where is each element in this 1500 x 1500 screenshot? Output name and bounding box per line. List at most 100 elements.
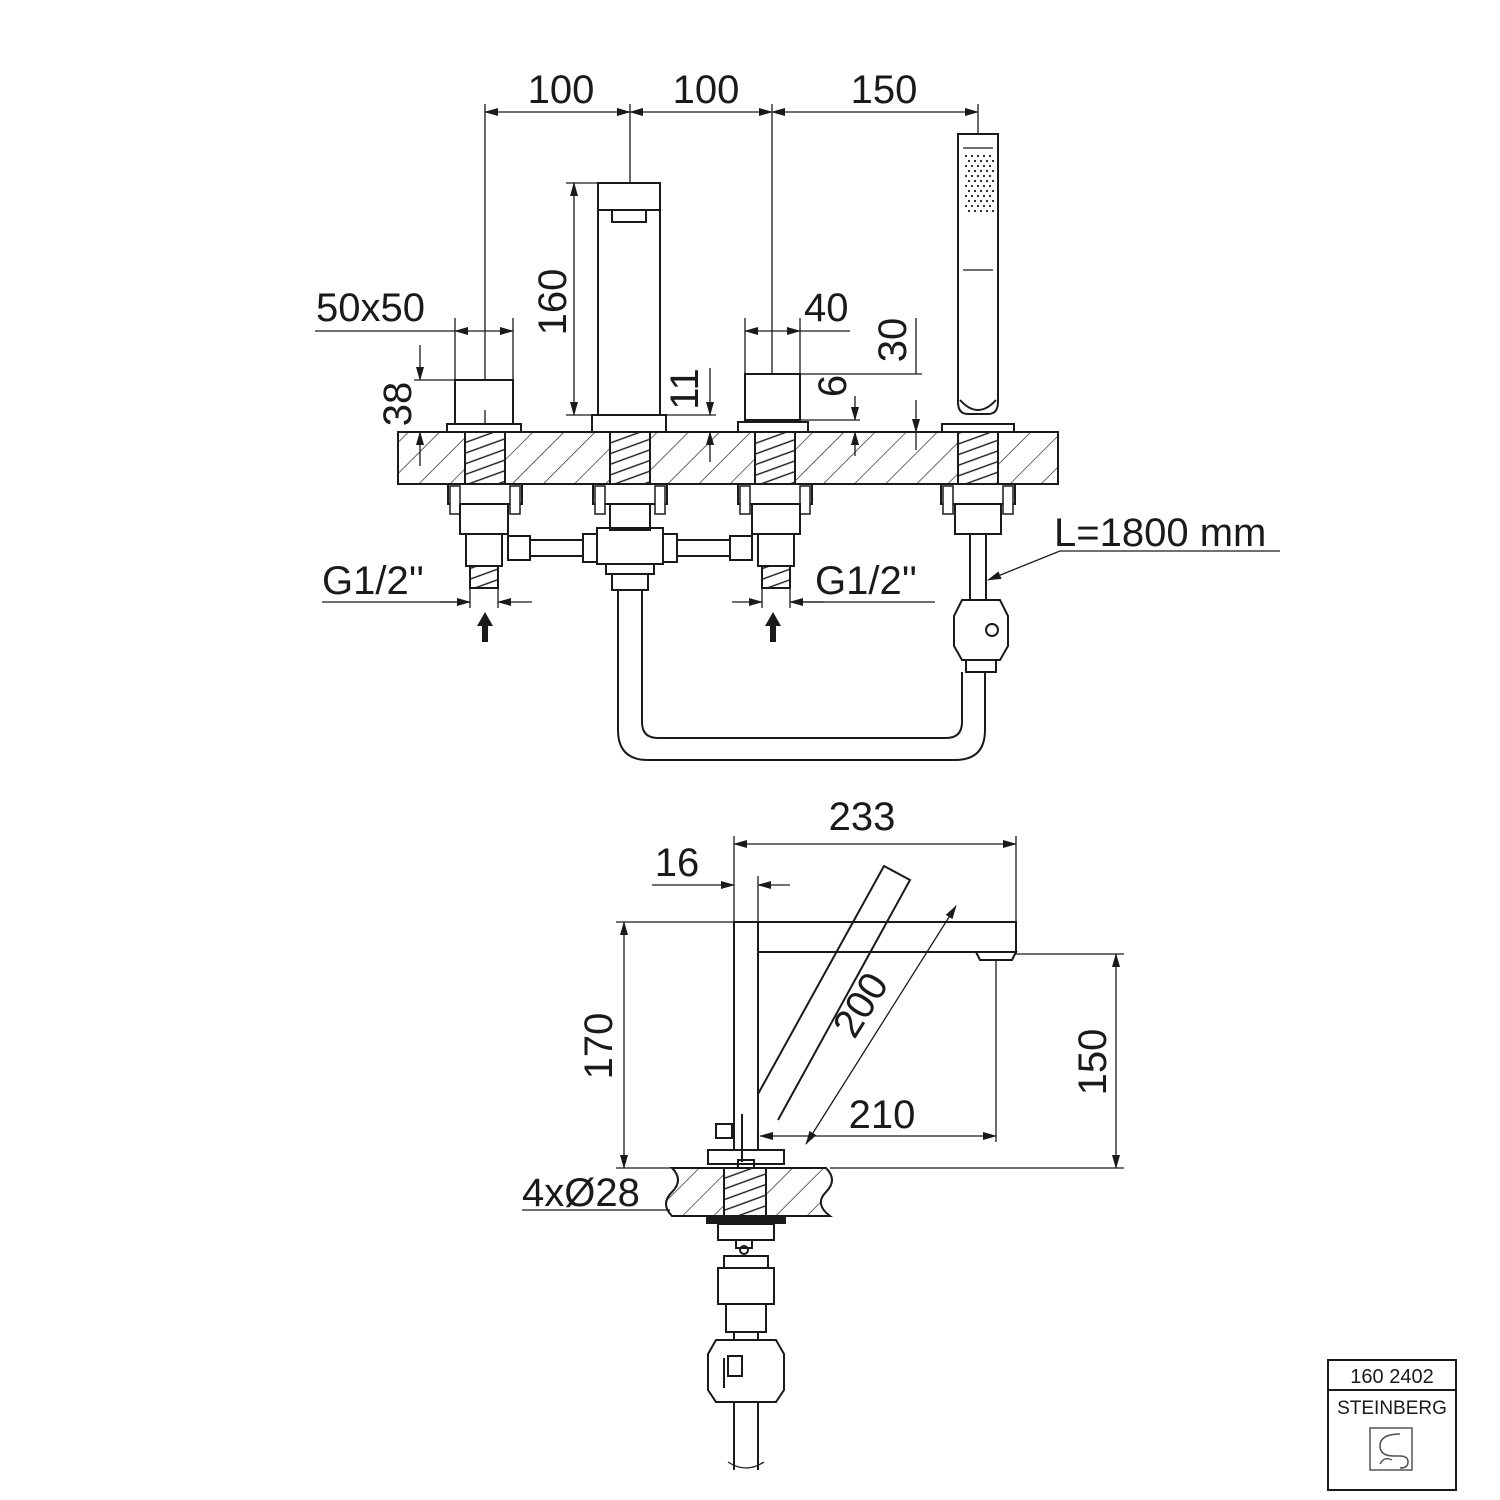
left-valve: [446, 379, 522, 433]
mounting-bolt: [654, 485, 666, 515]
nozzle-dot: [982, 184, 986, 188]
nozzle-dot: [967, 199, 971, 203]
article-number: 160 2402: [1350, 1366, 1433, 1388]
dim-spout-outlet-height-label: 150: [1071, 1029, 1115, 1096]
mounting-bolt: [739, 485, 751, 515]
nozzle-dot: [991, 199, 995, 203]
dim-spout-height-label: 160: [531, 269, 575, 336]
nozzle-dot: [985, 179, 989, 183]
dim-lever-length-label: 200: [825, 965, 898, 1045]
nozzle-dot: [967, 189, 971, 193]
inlet-arrow-left-icon: [477, 612, 493, 642]
side-view: 233 16 170 150 200 210 4xØ28: [522, 795, 1124, 1470]
nozzle-dot: [988, 194, 992, 198]
under-deck-fittings: [447, 483, 1016, 761]
mounting-bolt: [942, 485, 954, 515]
nozzle-dot: [970, 164, 974, 168]
nozzle-dot: [973, 179, 977, 183]
nozzle-dot: [973, 209, 977, 213]
mounting-bolt: [1002, 485, 1014, 515]
nozzle-dot: [988, 154, 992, 158]
mounting-bolt: [799, 485, 811, 515]
nozzle-dot: [967, 179, 971, 183]
inlet-arrows: [477, 612, 781, 642]
title-block: 160 2402 STEINBERG: [1327, 1359, 1457, 1491]
nozzle-dot: [988, 174, 992, 178]
dim-shower-base-label: 30: [871, 318, 915, 363]
nozzle-dot: [979, 169, 983, 173]
nozzle-dot: [991, 209, 995, 213]
nozzle-dot: [985, 189, 989, 193]
nozzle-dot: [991, 189, 995, 193]
nozzle-dot: [970, 184, 974, 188]
inlet-right-label: G1/2'': [815, 559, 917, 603]
nozzle-dot: [970, 204, 974, 208]
nozzle-dot: [982, 204, 986, 208]
dim-total-height-label: 170: [577, 1013, 621, 1080]
nozzle-dot: [964, 204, 968, 208]
nozzle-dot: [970, 154, 974, 158]
nozzle-dot: [964, 184, 968, 188]
dim-valve-square-label: 50x50: [316, 286, 425, 330]
nozzle-dot: [967, 169, 971, 173]
dim-holes-label: 4xØ28: [522, 1171, 640, 1215]
hand-shower: [941, 133, 1015, 433]
nozzle-dot: [976, 174, 980, 178]
deck-slab: [397, 431, 1059, 485]
front-dimensions: [315, 104, 1280, 608]
nozzle-dot: [964, 174, 968, 178]
nozzle-dot: [964, 154, 968, 158]
nozzle-dot: [976, 204, 980, 208]
nozzle-dot: [988, 184, 992, 188]
nozzle-dot: [964, 194, 968, 198]
dim-valve-height-label: 38: [376, 382, 420, 427]
spout: [591, 182, 667, 433]
nozzle-dot: [988, 164, 992, 168]
nozzle-dot: [979, 209, 983, 213]
brand-name: STEINBERG: [1337, 1398, 1447, 1419]
nozzle-dot: [985, 209, 989, 213]
nozzle-dot: [973, 159, 977, 163]
nozzle-dot: [982, 154, 986, 158]
right-valve: [737, 373, 809, 433]
nozzle-dot: [979, 199, 983, 203]
dim-spout-base-label: 11: [663, 368, 707, 410]
nozzle-dot: [967, 209, 971, 213]
nozzle-dot: [982, 174, 986, 178]
nozzle-dot: [979, 179, 983, 183]
nozzle-dot: [973, 199, 977, 203]
nozzle-dot: [973, 189, 977, 193]
nozzle-dot: [979, 189, 983, 193]
nozzle-dot: [967, 159, 971, 163]
nozzle-dot: [964, 164, 968, 168]
nozzle-dot: [973, 169, 977, 173]
inlet-left-label: G1/2'': [322, 559, 424, 603]
side-under-deck: [706, 1216, 786, 1470]
nozzle-dot: [976, 194, 980, 198]
dim-body-width-label: 16: [655, 841, 700, 885]
mounting-bolt: [594, 485, 606, 515]
nozzle-dot: [970, 174, 974, 178]
dim-knob-width-label: 40: [804, 286, 849, 330]
nozzle-dot: [991, 179, 995, 183]
mounting-bolt: [509, 485, 521, 515]
front-view: 100 100 150 50x50 160 40 30 38 11 6 G1/2…: [315, 68, 1280, 761]
steinberg-logo-icon: [1369, 1427, 1413, 1471]
inlet-arrow-right-icon: [765, 612, 781, 642]
nozzle-dot: [982, 164, 986, 168]
nozzle-dot: [970, 194, 974, 198]
dim-knob-base-label: 6: [811, 375, 855, 397]
nozzle-dot: [988, 204, 992, 208]
shower-nozzle-grid: [964, 154, 995, 213]
dim-total-length-label: 233: [829, 795, 896, 839]
nozzle-dot: [985, 169, 989, 173]
dim-top-2-label: 100: [673, 68, 740, 112]
nozzle-dot: [985, 199, 989, 203]
mounting-bolt: [449, 485, 461, 515]
nozzle-dot: [982, 194, 986, 198]
nozzle-dot: [976, 164, 980, 168]
nozzle-dot: [976, 154, 980, 158]
nozzle-dot: [976, 184, 980, 188]
hose-length-label: L=1800 mm: [1054, 511, 1266, 555]
